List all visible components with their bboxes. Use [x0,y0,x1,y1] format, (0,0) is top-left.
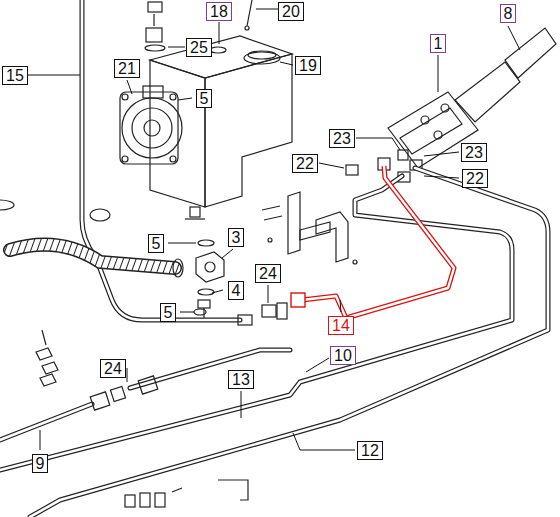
callout-text: 10 [334,347,352,364]
callout-text: 4 [232,282,241,299]
callout-number: 23 [329,129,355,148]
callout-text: 22 [466,170,484,187]
callout-number: 12 [357,441,383,460]
lower-hardware [36,330,248,507]
callout-text: 19 [299,57,317,74]
pipes [0,168,548,517]
callout-text: 1 [434,35,443,52]
callout-text: 23 [333,130,351,147]
callout-text: 15 [6,67,24,84]
callout-text: 12 [361,442,379,459]
callout-number: 23 [461,143,487,162]
callout-number: 19 [295,56,321,75]
callout-number: 5 [148,234,165,253]
callout-number: 13 [228,370,254,389]
callout-text: 8 [504,5,513,22]
callout-text: 24 [104,360,122,377]
callout-number: 18 [206,2,232,21]
callout-text: 13 [232,371,250,388]
callout-number: 9 [32,454,49,473]
callout-number: 4 [228,281,245,300]
callout-number: 5 [160,303,177,322]
callout-number: 24 [100,359,126,378]
callout-text: 14 [332,317,350,334]
callout-text: 24 [259,265,277,282]
pressure-pipe [291,166,454,318]
callout-text: 18 [210,3,228,20]
callout-number: 1 [430,34,447,53]
callout-text: 25 [190,39,208,56]
callout-number: 22 [462,169,488,188]
callout-text: 3 [232,229,241,246]
callout-number: 25 [186,38,212,57]
banjo-fitting [194,240,224,318]
callout-number: 8 [500,4,517,23]
callout-text: 20 [282,3,300,20]
callout-number: 24 [255,264,281,283]
pump-flange [120,86,182,164]
callout-text: 9 [36,455,45,472]
callout-number: 10 [330,346,356,365]
brackets [262,192,357,264]
callout-number: 21 [114,59,140,78]
callout-text: 22 [296,155,314,172]
oil-tank [150,36,292,219]
callout-text: 21 [118,60,136,77]
callout-number: 20 [278,2,304,21]
callout-number: 15 [2,66,28,85]
callout-text: 5 [152,235,161,252]
callout-number: 22 [292,154,318,173]
steering-unit [346,28,556,182]
callout-text: 5 [164,304,173,321]
leader-lines [24,9,520,450]
callout-number: 14 [328,316,354,335]
callout-text: 23 [465,144,483,161]
callout-number: 3 [228,228,245,247]
callout-text: 5 [200,90,209,107]
callout-number: 5 [196,89,213,108]
